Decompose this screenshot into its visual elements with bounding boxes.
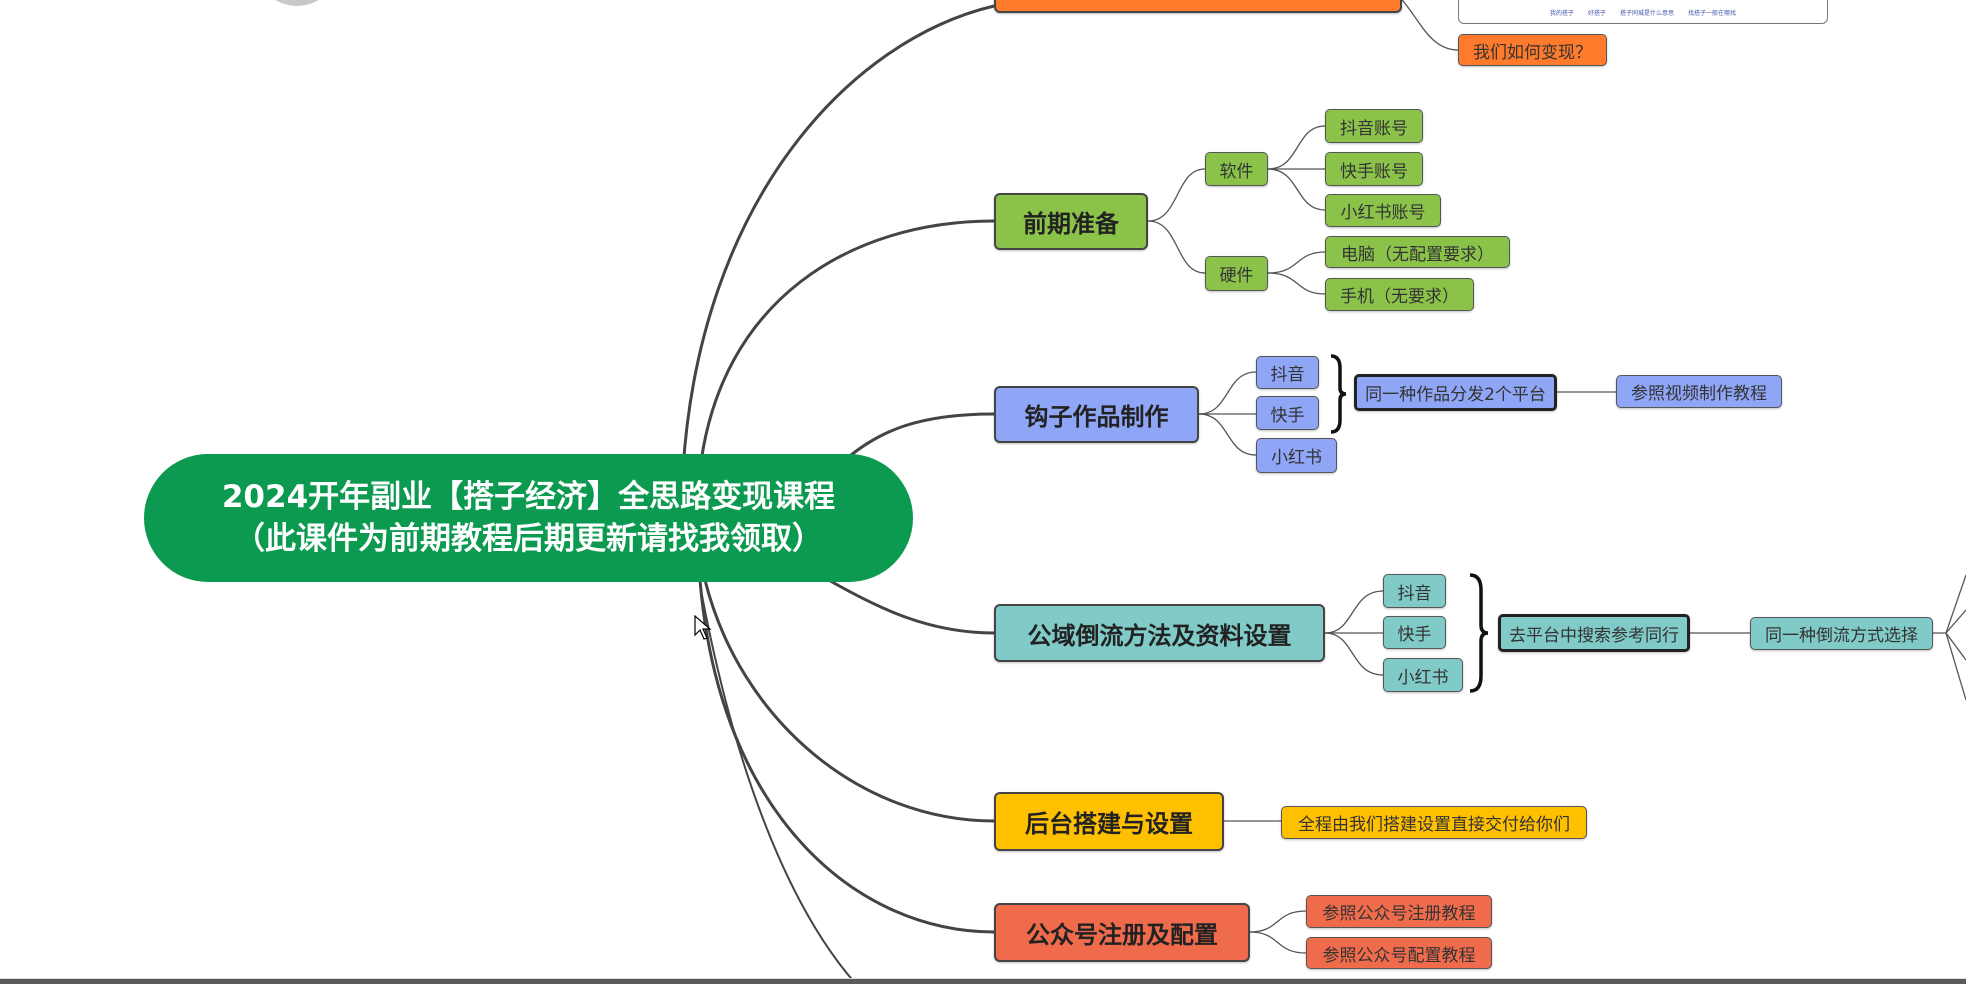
hook-xiaohongshu-node[interactable]: 小红书 — [1256, 438, 1337, 473]
brace-traffic — [1469, 573, 1489, 693]
hook-node[interactable]: 钩子作品制作 — [994, 386, 1199, 443]
backend-note-node[interactable]: 全程由我们搭建设置直接交付给你们 — [1281, 806, 1587, 839]
top-main-node[interactable] — [994, 0, 1402, 13]
branch-line-offscreen — [699, 584, 856, 983]
branch-line-top — [681, 4, 995, 471]
related-link[interactable]: 好搭子 — [1587, 10, 1606, 17]
phone-node[interactable]: 手机（无要求） — [1325, 278, 1474, 311]
software-node[interactable]: 软件 — [1205, 152, 1268, 186]
hook-kuaishou-node[interactable]: 快手 — [1256, 396, 1319, 430]
traffic-douyin-node[interactable]: 抖音 — [1383, 574, 1446, 608]
wechat-config-node[interactable]: 参照公众号配置教程 — [1306, 937, 1492, 969]
root-node[interactable]: 2024开年副业【搭子经济】全思路变现课程 （此课件为前期教程后期更新请找我领取… — [144, 454, 913, 582]
douyin-account-node[interactable]: 抖音账号 — [1325, 109, 1423, 143]
choose-method-node[interactable]: 同一种倒流方式选择 — [1750, 617, 1933, 650]
backend-node[interactable]: 后台搭建与设置 — [994, 792, 1224, 851]
bottom-scrollbar[interactable] — [0, 978, 1966, 984]
xiaohongshu-account-node[interactable]: 小红书账号 — [1325, 194, 1441, 227]
related-link[interactable]: 搭子同城是什么意思 — [1620, 10, 1675, 17]
prep-node[interactable]: 前期准备 — [994, 193, 1148, 250]
traffic-node[interactable]: 公域倒流方法及资料设置 — [994, 604, 1325, 662]
hook-douyin-node[interactable]: 抖音 — [1256, 356, 1319, 389]
monetize-node[interactable]: 我们如何变现？ — [1458, 34, 1607, 66]
branch-line-wechat — [698, 579, 995, 934]
traffic-kuaishou-node[interactable]: 快手 — [1383, 616, 1446, 649]
branch-line-prep — [698, 219, 995, 471]
related-link[interactable]: 我的搭子 — [1549, 10, 1574, 17]
hardware-node[interactable]: 硬件 — [1205, 256, 1268, 291]
kuaishou-account-node[interactable]: 快手账号 — [1325, 152, 1423, 186]
wechat-node[interactable]: 公众号注册及配置 — [994, 903, 1250, 962]
brace-hook — [1330, 354, 1347, 434]
brace-lines — [1330, 354, 1489, 693]
video-tutorial-node[interactable]: 参照视频制作教程 — [1616, 375, 1782, 408]
related-search-box: 我的搭子 好搭子 搭子同城是什么意思 找搭子一般在哪找 — [1458, 0, 1828, 24]
computer-node[interactable]: 电脑（无配置要求） — [1325, 236, 1510, 268]
traffic-xiaohongshu-node[interactable]: 小红书 — [1383, 658, 1463, 692]
distribute-node[interactable]: 同一种作品分发2个平台 — [1354, 374, 1557, 411]
wechat-register-node[interactable]: 参照公众号注册教程 — [1306, 895, 1492, 928]
search-peers-node[interactable]: 去平台中搜索参考同行 — [1498, 614, 1690, 652]
related-link[interactable]: 找搭子一般在哪找 — [1688, 10, 1737, 17]
root-title-line1: 2024开年副业【搭子经济】全思路变现课程 — [221, 479, 836, 515]
root-title-line2: （此课件为前期教程后期更新请找我领取） — [234, 521, 823, 557]
branch-line-backend — [703, 579, 995, 823]
branch-line-hook — [844, 412, 995, 462]
mouse-cursor-icon — [694, 615, 712, 640]
gray-circle-decoration — [255, 0, 339, 6]
branch-line-traffic — [819, 573, 995, 635]
